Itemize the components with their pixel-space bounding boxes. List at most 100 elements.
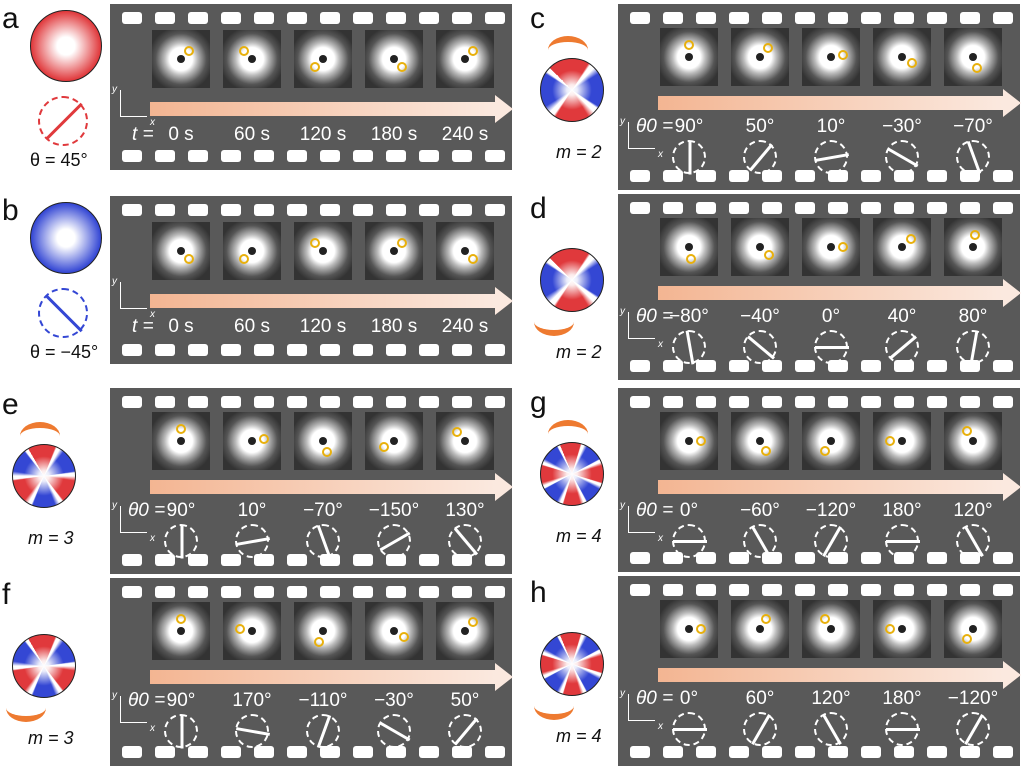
sprocket-hole — [188, 12, 208, 24]
angle-bar — [379, 721, 411, 742]
angle-bar — [886, 540, 920, 543]
value-label: 120° — [811, 688, 851, 709]
mode-caption: m = 3 — [28, 528, 74, 548]
value-label: 130° — [445, 500, 485, 521]
angle-bar — [751, 526, 771, 557]
y-axis-label: y — [620, 306, 625, 317]
sprocket-hole — [729, 12, 749, 24]
angle-glyph-icon — [956, 140, 990, 174]
particle-marker — [962, 425, 972, 436]
microscopy-frame — [436, 222, 494, 280]
sprocket-hole — [485, 150, 505, 162]
value-label: −150° — [368, 500, 420, 521]
sprocket-hole — [188, 150, 208, 162]
sprocket-hole — [320, 204, 340, 216]
sprocket-hole — [861, 552, 881, 564]
sprocket-hole — [353, 554, 373, 566]
value-label: −110° — [298, 690, 348, 711]
y-axis-label: y — [112, 500, 117, 511]
sprocket-hole — [122, 150, 142, 162]
value-label: −40° — [740, 306, 780, 327]
value-label: −30° — [882, 116, 922, 137]
sprocket-hole — [729, 584, 749, 596]
mode-pattern-f — [12, 634, 76, 698]
sprocket-hole — [221, 746, 241, 758]
x-axis-label: x — [658, 339, 663, 350]
particle-marker — [397, 62, 408, 73]
microscopy-frame — [152, 222, 210, 280]
particle-marker — [313, 637, 324, 648]
y-axis-label: y — [112, 690, 117, 701]
sprocket-hole — [795, 12, 815, 24]
sprocket-hole — [221, 12, 241, 24]
mode-pattern-g — [540, 442, 604, 506]
vortex-core — [969, 53, 977, 61]
row-header: θ0 = — [636, 116, 674, 137]
sprocket-hole — [155, 344, 175, 356]
sprocket-hole — [188, 396, 208, 408]
counterclockwise-arrow-icon — [548, 420, 588, 448]
angle-glyph-icon — [885, 712, 920, 746]
sprocket-hole — [485, 204, 505, 216]
sprocket-hole — [927, 202, 947, 214]
angle-bar — [815, 346, 849, 349]
vortex-core — [685, 53, 693, 61]
particle-marker — [238, 254, 249, 265]
sprocket-hole — [762, 360, 782, 372]
angle-glyph-icon — [164, 714, 198, 749]
value-label: 60 s — [234, 316, 270, 337]
sprocket-hole — [221, 344, 241, 356]
microscopy-frame — [365, 602, 423, 660]
value-label: 240 s — [441, 316, 489, 337]
sprocket-hole — [287, 12, 307, 24]
vortex-core — [969, 243, 977, 251]
value-label: −120° — [805, 500, 857, 521]
particle-marker — [761, 613, 771, 624]
sprocket-hole — [353, 396, 373, 408]
value-label: 50° — [450, 690, 480, 711]
particle-marker — [184, 45, 195, 56]
sprocket-hole — [927, 396, 947, 408]
particle-marker — [962, 634, 972, 645]
sprocket-hole — [861, 170, 881, 182]
particle-marker — [467, 616, 478, 627]
polarization-bar — [45, 294, 83, 333]
sprocket-hole — [221, 586, 241, 598]
sprocket-hole — [828, 584, 848, 596]
particle-marker — [258, 433, 269, 444]
mode-pattern-e — [12, 444, 76, 508]
sprocket-hole — [320, 12, 340, 24]
sprocket-hole — [485, 746, 505, 758]
sprocket-hole — [663, 746, 683, 758]
sprocket-hole — [122, 344, 142, 356]
vortex-core — [827, 437, 835, 445]
microscopy-frame — [873, 218, 931, 276]
vortex-core — [461, 55, 469, 63]
microscopy-frame — [365, 222, 423, 280]
time-arrow — [658, 473, 1021, 501]
sprocket-hole — [795, 746, 815, 758]
sprocket-hole — [861, 12, 881, 24]
vortex-core — [756, 53, 764, 61]
sprocket-hole — [254, 746, 274, 758]
microscopy-frame — [223, 222, 281, 280]
particle-marker — [972, 63, 983, 74]
angle-bar — [814, 153, 850, 162]
angle-glyph-icon — [448, 524, 482, 558]
angle-bar — [379, 531, 411, 552]
angle-bar — [822, 714, 842, 745]
value-label: 0° — [679, 688, 699, 709]
sprocket-hole — [861, 396, 881, 408]
angle-bar — [235, 537, 271, 546]
sprocket-hole — [696, 170, 716, 182]
sprocket-hole — [828, 12, 848, 24]
angle-glyph-icon — [956, 524, 990, 558]
sprocket-hole — [254, 554, 274, 566]
mode-pattern-h — [540, 632, 604, 696]
time-arrow — [658, 661, 1021, 689]
sprocket-hole — [353, 204, 373, 216]
sprocket-hole — [386, 204, 406, 216]
time-arrow — [658, 279, 1021, 307]
angle-caption: θ = −45° — [30, 342, 99, 362]
